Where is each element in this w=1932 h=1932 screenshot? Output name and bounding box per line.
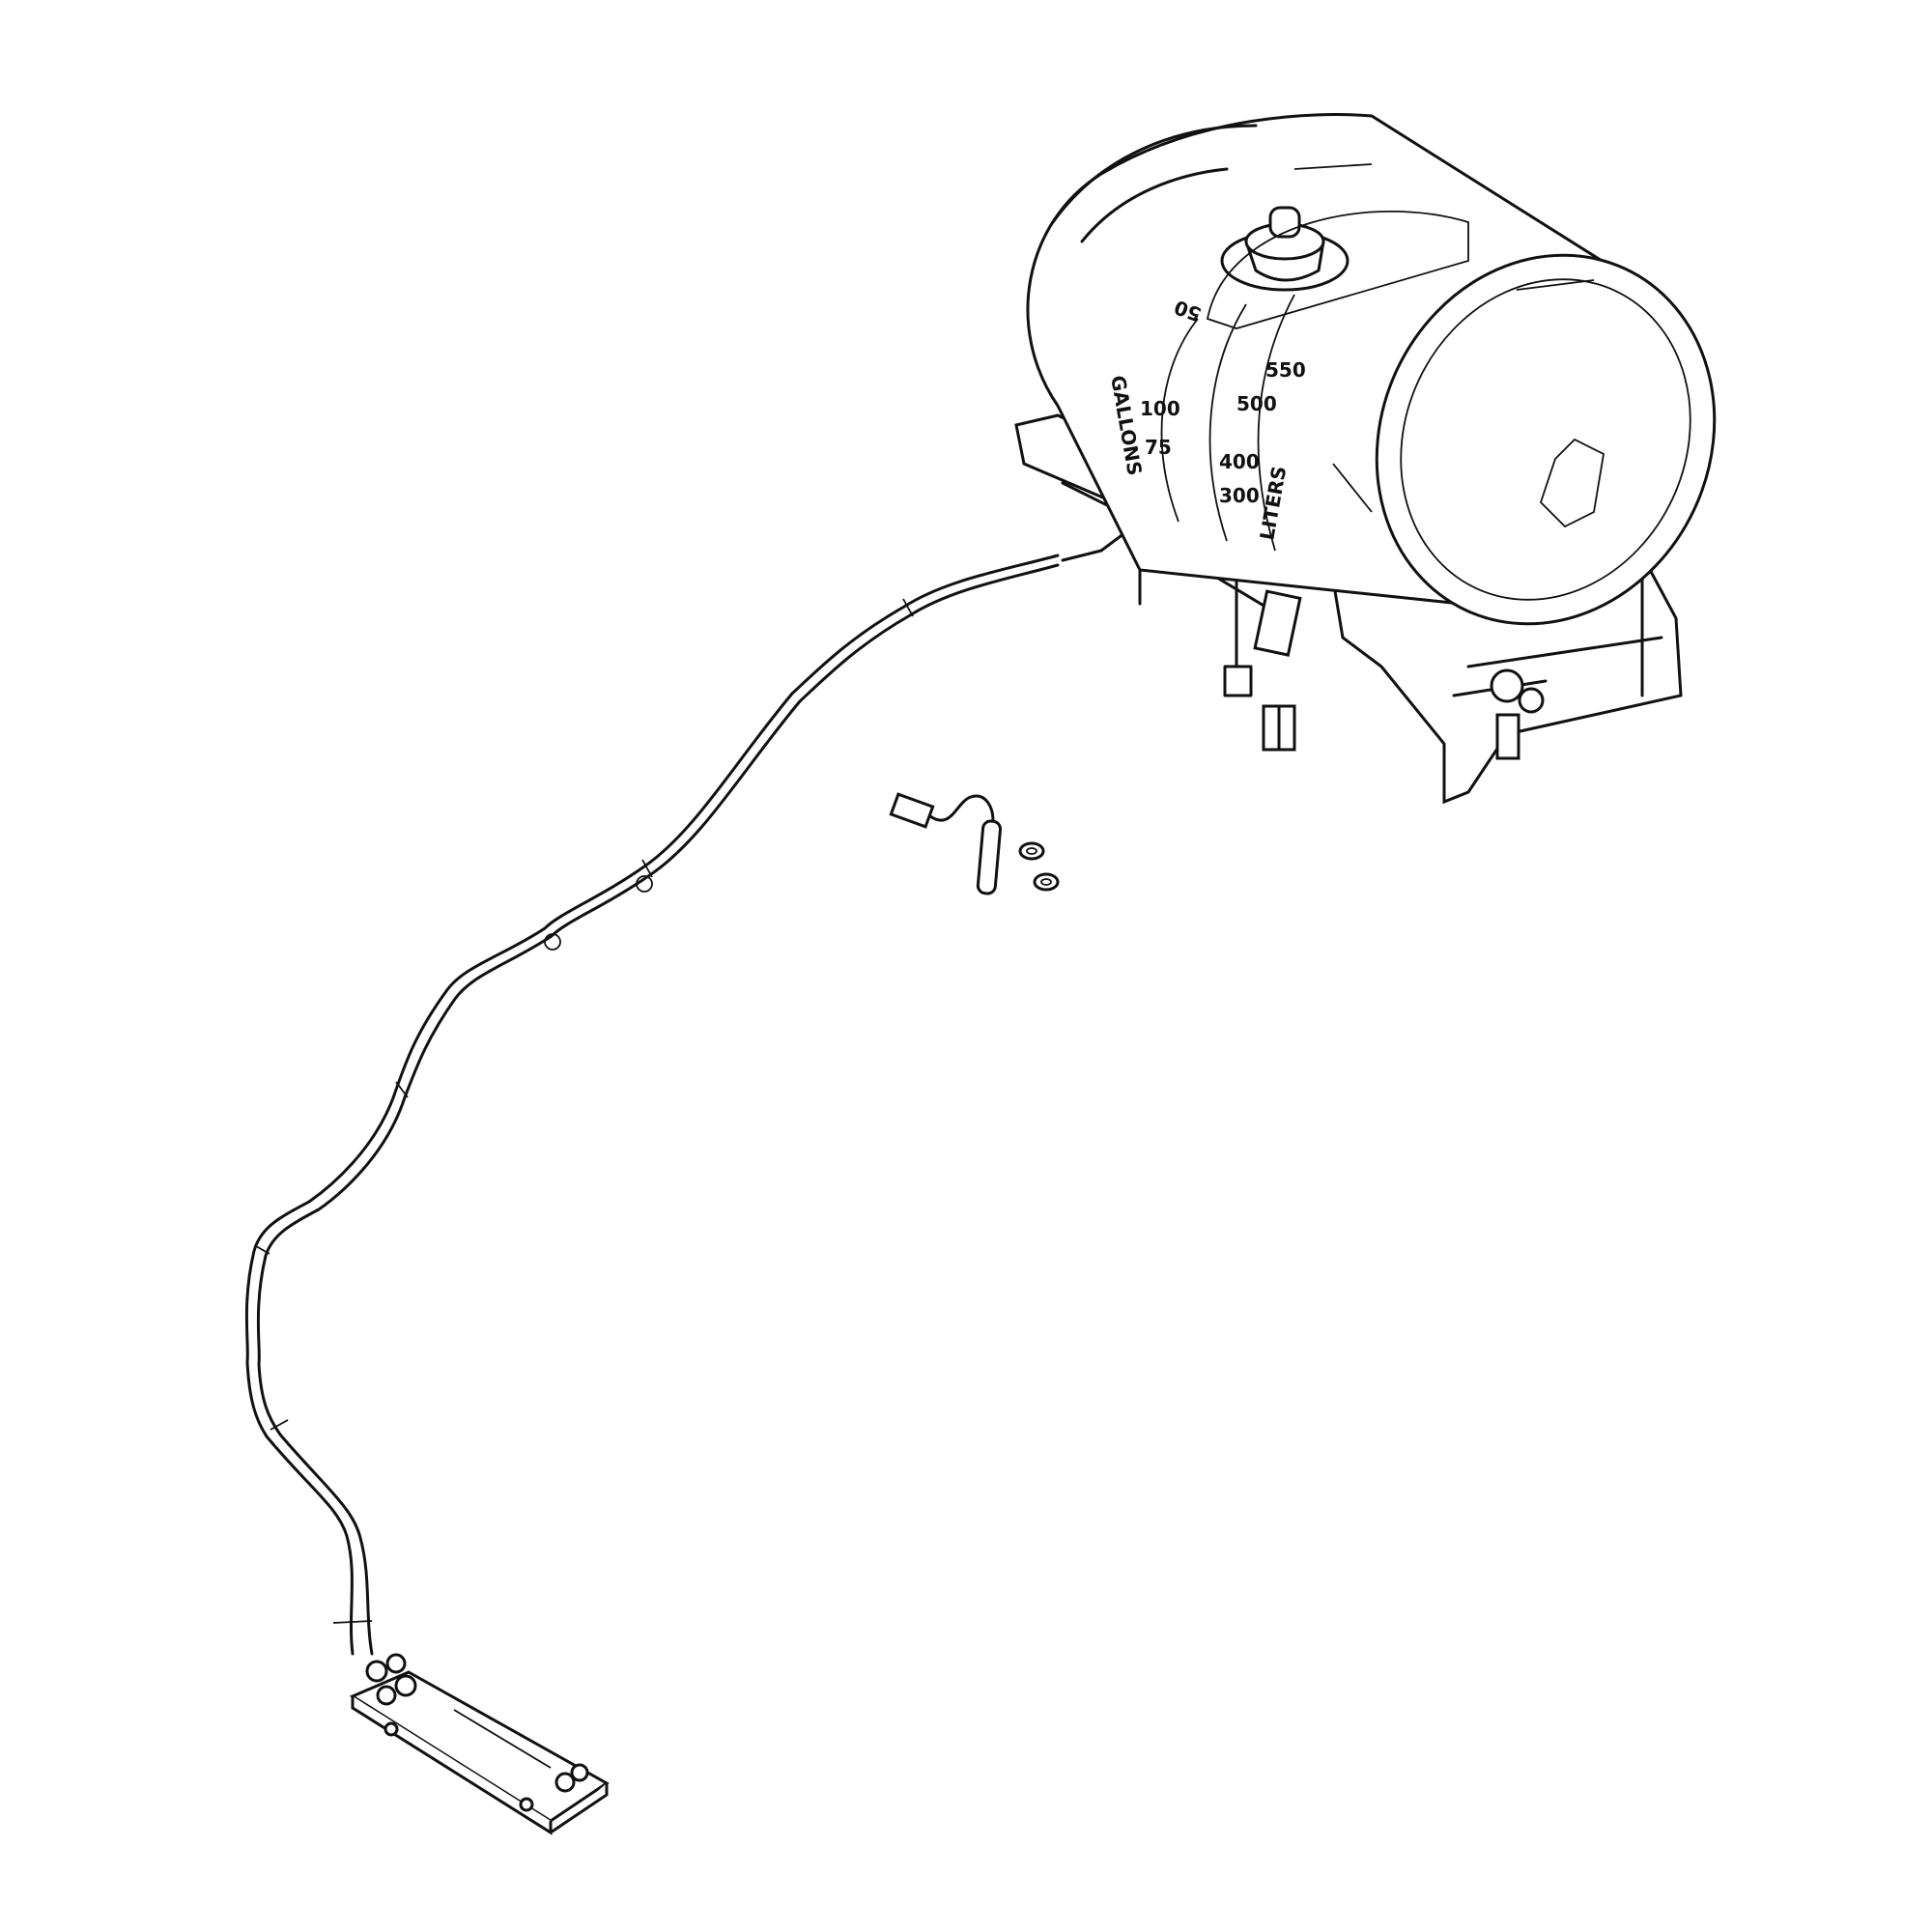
tank: GALLONS LITERS 50 100 75 550 500 400 300 [1026, 113, 1717, 626]
liter-mark-500: 500 [1236, 392, 1277, 415]
liter-mark-300: 300 [1219, 484, 1260, 507]
sensor-harness [244, 554, 1060, 1656]
manifold-plate [349, 1653, 610, 1835]
liter-mark-400: 400 [1219, 450, 1260, 473]
level-sensor [889, 792, 1003, 895]
hex-nuts [1018, 841, 1060, 892]
gallon-mark-100: 100 [1140, 397, 1180, 420]
gallon-mark-75: 75 [1145, 436, 1172, 459]
liter-mark-550: 550 [1265, 358, 1306, 382]
bracket-clip [1262, 704, 1296, 752]
